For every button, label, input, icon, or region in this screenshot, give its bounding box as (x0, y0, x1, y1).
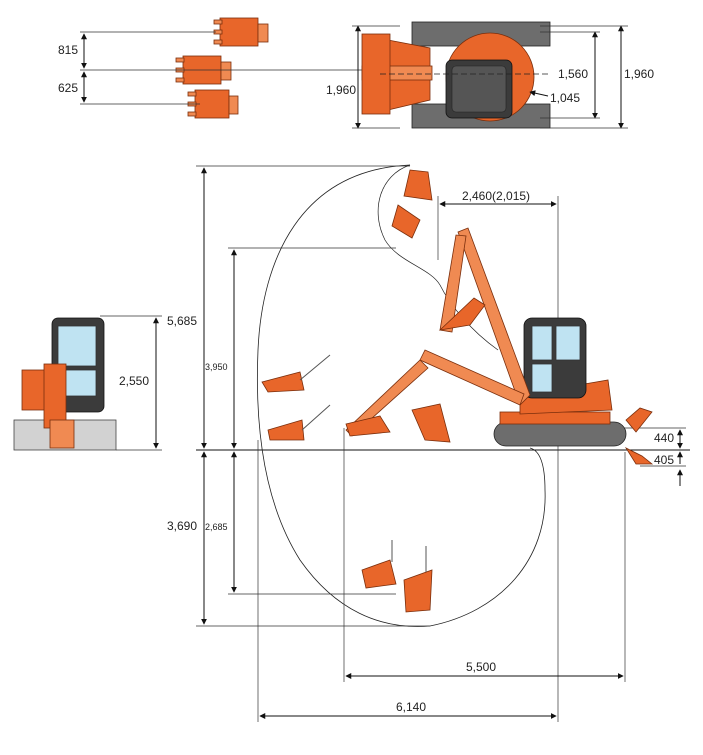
min-swing-radius: 5,500 (466, 660, 496, 674)
blade-drop-depth: 405 (654, 453, 674, 467)
bucket-plan-views: 815 625 (58, 17, 370, 119)
max-dumping-height: 3,950 (205, 362, 228, 372)
plan-width-left: 1,960 (326, 83, 356, 97)
excavator-plan-view: 1,960 1,560 1,045 1,960 (326, 21, 654, 129)
excavator-front-view: 2,550 (13, 315, 162, 451)
plan-width-right: 1,960 (624, 67, 654, 81)
bucket-top (213, 17, 269, 47)
working-range-diagram: 5,685 3,950 3,690 2,685 2,460(2,015) 5,5… (167, 164, 690, 722)
bucket-width-815: 815 (58, 43, 78, 57)
max-digging-depth: 3,690 (167, 519, 197, 533)
bucket-width-625: 625 (58, 81, 78, 95)
overall-height: 2,550 (119, 374, 149, 388)
reach-offset: 2,460(2,015) (462, 189, 530, 203)
vertical-wall-depth: 2,685 (205, 522, 228, 532)
bucket-bottom (187, 89, 239, 119)
swing-radius-1560: 1,560 (558, 67, 588, 81)
blade-lift-height: 440 (654, 431, 674, 445)
swing-radius-1045: 1,045 (550, 91, 580, 105)
max-digging-height: 5,685 (167, 314, 197, 328)
excavator-side-body (493, 317, 654, 465)
work-envelope (256, 164, 546, 627)
boom-positions (261, 169, 531, 613)
max-reach: 6,140 (396, 700, 426, 714)
